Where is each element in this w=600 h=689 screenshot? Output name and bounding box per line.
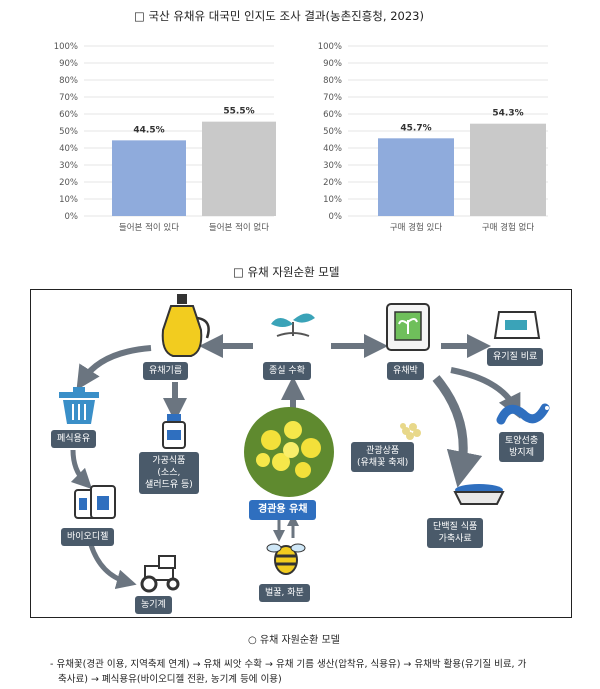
organic-fertilizer-label: 유기질 비료 (487, 348, 544, 366)
bar-value-label: 55.5% (223, 107, 254, 117)
y-tick-label: 50% (323, 127, 342, 137)
y-tick-label: 70% (59, 93, 78, 103)
y-tick-label: 20% (59, 178, 78, 188)
bar (112, 140, 186, 216)
processed-food-label: 가공식품 (소스, 샐러드유 등) (139, 452, 199, 494)
y-tick-label: 40% (59, 144, 78, 154)
y-tick-label: 100% (318, 42, 342, 52)
y-tick-label: 90% (323, 59, 342, 69)
purchase-bar-chart: 0% 10% 20% 30% 40% 50% 60% 70% 80% 90% 100% 45.7% 구매… (318, 42, 548, 233)
x-category-label: 들어본 적이 있다 (119, 222, 179, 233)
arrow-meal-to-soil (450, 367, 521, 419)
y-tick-label: 10% (323, 195, 342, 205)
landscape-canola-label: 경관용 유채 (249, 500, 317, 520)
worm-icon (496, 403, 550, 425)
bar (378, 138, 454, 216)
trash-can-icon (59, 387, 99, 424)
y-tick-label: 40% (323, 144, 342, 154)
y-tick-label: 80% (59, 76, 78, 86)
bar-value-label: 45.7% (400, 123, 431, 133)
y-tick-label: 60% (323, 110, 342, 120)
arrow-waste-to-bio (70, 449, 93, 490)
seed-harvest-label: 종실 수확 (263, 362, 311, 380)
diagram-arrows (59, 294, 550, 593)
meal-label: 유채박 (387, 362, 424, 380)
y-tick-label: 0% (65, 212, 79, 222)
sprout-icon (271, 313, 315, 337)
y-tick-label: 30% (59, 161, 78, 171)
awareness-bar-chart: 0% 10% 20% 30% 40% 50% 60% 70% 80% 90% 100% 44.5% 들어… (54, 42, 276, 233)
nematode-control-label: 토양선충 방지제 (499, 432, 545, 462)
arrow-bio-to-farm (88, 544, 137, 590)
waste-oil-label: 폐식용유 (51, 430, 97, 448)
y-tick-label: 90% (59, 59, 78, 69)
farm-machinery-label: 농기계 (135, 596, 172, 614)
bar (202, 121, 276, 216)
oil-bottle-icon (161, 294, 210, 357)
arrow-oil-to-waste (76, 345, 152, 391)
resource-cycle-diagram: 유채기름 종실 수확 유채박 유기질 비료 토양선충 방지제 단백질 식품 가축… (30, 289, 572, 618)
seeds-icon (400, 423, 421, 440)
survey-title: □ 국산 유채유 대국민 인지도 조사 결과(농촌진흥청, 2023) (134, 9, 424, 23)
note-line-1: - 유채꽃(경관 이용, 지역축제 연계) → 유채 씨앗 수확 → 유채 기름… (50, 659, 527, 670)
canola-flower-photo (244, 407, 334, 497)
x-category-label: 구매 경험 없다 (482, 222, 535, 233)
y-tick-label: 30% (323, 161, 342, 171)
y-tick-label: 50% (59, 127, 78, 137)
note-paragraph: - 유채꽃(경관 이용, 지역축제 연계) → 유채 씨앗 수확 → 유채 기름… (50, 657, 580, 687)
biodiesel-label: 바이오디젤 (61, 528, 115, 546)
tractor-icon (140, 555, 180, 593)
x-category-label: 들어본 적이 없다 (209, 222, 269, 233)
bee-icon (266, 543, 306, 575)
note-line-2: 축사료) → 폐식용유(바이오디젤 전환, 농기계 등에 이용) (58, 674, 282, 685)
meal-bag-icon (386, 303, 430, 351)
biodiesel-can-icon (74, 485, 116, 519)
y-tick-label: 60% (59, 110, 78, 120)
bar-value-label: 54.3% (492, 109, 523, 119)
x-category-label: 구매 경험 있다 (390, 222, 443, 233)
sauce-bottle-icon (162, 414, 186, 449)
model-title: □ 유채 자원순환 모델 (233, 265, 340, 279)
bar-value-label: 44.5% (133, 125, 164, 135)
y-tick-label: 100% (54, 42, 78, 52)
fertilizer-bag-icon (493, 311, 541, 339)
protein-feed-label: 단백질 식품 가축사료 (427, 518, 484, 548)
feed-bowl-icon (453, 484, 505, 505)
oil-label: 유채기름 (143, 362, 189, 380)
y-tick-label: 10% (59, 195, 78, 205)
arrow-meal-to-protein (432, 375, 483, 488)
honey-pollen-label: 벌꿀, 화분 (259, 584, 310, 602)
y-tick-label: 80% (323, 76, 342, 86)
diagram-caption: ○ 유채 자원순환 모델 (248, 635, 340, 646)
y-tick-label: 0% (329, 212, 343, 222)
y-tick-label: 70% (323, 93, 342, 103)
y-tick-label: 20% (323, 178, 342, 188)
tourism-label: 관광상품 (유채꽃 축제) (351, 442, 415, 472)
bar (470, 123, 546, 216)
